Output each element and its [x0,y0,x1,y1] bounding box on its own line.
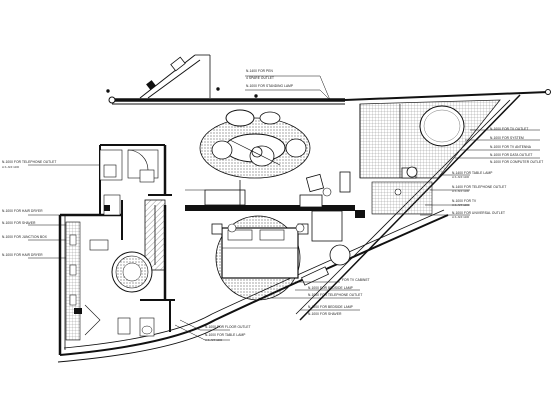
note-left-5: N-1000 FOR HAIR DRYER [2,253,43,257]
note-mid-right-2: N-1400 FOR TELEPHONE OUTLET [452,185,506,189]
note-mid-right-4: N-1000 FOR UNIVERSAL OUTLET [452,211,505,215]
bed-area [211,215,330,301]
note-sub-2: H.S. AFF 1200 [452,189,470,193]
note-top-left-1: N-1400 FOR PEN [246,69,274,73]
note-bed-4: N-1000 FOR SHAVER [308,312,342,316]
note-right-1: N-1000 FOR TV OUTLET [490,127,528,131]
note-mid-right-1: N-1400 FOR TABLE LAMP [452,171,492,175]
note-sub-4: H.S. AFF 1200 [452,215,470,219]
note-tv-cabinet: FOR TV CABINET [342,278,370,282]
closet [99,149,166,271]
note-bed-2: N-1000 FOR TELEPHONE OUTLET [308,293,362,297]
note-right-3: N-1000 FOR TV ANTENNA [490,145,532,149]
note-sub-3: H.S. AFF 1200 [452,203,470,207]
entry-corridor [106,54,551,104]
note-top-left-2: 4 SPARE OUTLET [246,76,274,80]
note-left-1: N-1000 FOR TELEPHONE OUTLET [2,160,56,164]
bathroom [65,221,155,341]
note-sub-1: H.S. AFF 1200 [452,175,470,179]
tv-console [185,180,365,266]
note-mid-right-3: N-1000 FOR TV [452,199,477,203]
note-sub-6: H.S. AFF 1200 [205,338,223,342]
note-bed-3: N-1000 FOR BEDSIDE LAMP [308,305,353,309]
note-bottom-1: N-1000 FOR FLOOR OUTLET [205,325,251,329]
leader-lines [28,75,540,341]
note-left-3: N-1000 FOR SHAVER [2,221,36,225]
note-left-4: N-1000 FOR JUNCTION BOX [2,235,48,239]
note-bed-1: N-1000 FOR BEDSIDE LAMP [308,286,353,290]
annotations: N-1400 FOR PEN 4 SPARE OUTLET N-1000 FOR… [2,69,543,342]
study-area [359,99,501,215]
note-right-4: N-1000 FOR DATA OUTLET [490,153,532,157]
note-left-2: N-1000 FOR HAIR DRYER [2,209,43,213]
note-top-left-3: N-1000 FOR STANDING LAMP [246,84,293,88]
note-right-5: N-1000 FOR COMPUTER OUTLET [490,160,543,164]
note-sub-5: H.S. AFF 1200 [2,165,20,169]
note-bottom-2: N-1000 FOR TABLE LAMP [205,333,245,337]
living-area [199,109,351,197]
note-right-2: N-1000 FOR SYSTEM [490,136,524,140]
